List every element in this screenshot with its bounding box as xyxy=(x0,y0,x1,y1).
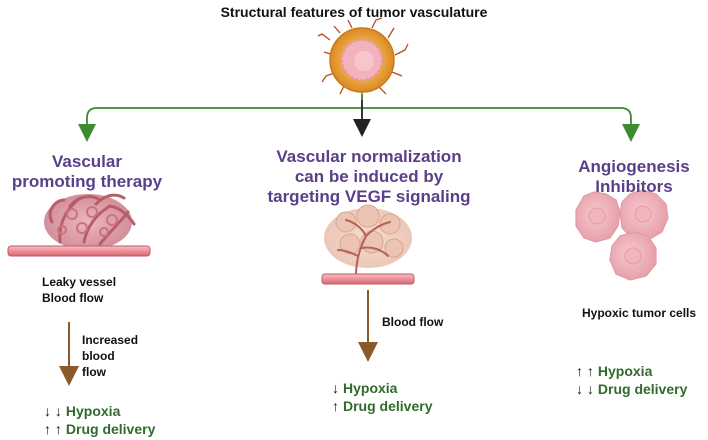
center-heading-line: targeting VEGF signaling xyxy=(267,187,471,206)
outcome-text: Drug delivery xyxy=(65,421,156,437)
center-outcome-hypoxia: ↓Hypoxia xyxy=(332,379,432,397)
down-arrows-icon: ↓ ↓ xyxy=(44,403,62,419)
up-arrows-icon: ↑ ↑ xyxy=(576,363,594,379)
left-heading-line: Vascular xyxy=(52,152,122,171)
increased-blood-flow-label: Increased blood flow xyxy=(82,332,138,380)
right-outcome-drug-delivery: ↓ ↓Drug delivery xyxy=(576,380,687,398)
leaky-vessel-icon xyxy=(7,193,151,257)
center-outcomes: ↓Hypoxia ↑Drug delivery xyxy=(332,379,432,415)
left-outcomes: ↓ ↓Hypoxia ↑ ↑Drug delivery xyxy=(44,402,155,438)
center-outcome-drug-delivery: ↑Drug delivery xyxy=(332,397,432,415)
tumor-vasculature-icon xyxy=(317,17,409,100)
right-outcomes: ↑ ↑Hypoxia ↓ ↓Drug delivery xyxy=(576,362,687,398)
center-blood-flow-label: Blood flow xyxy=(382,315,444,329)
outcome-text: Hypoxia xyxy=(65,403,121,419)
right-heading-line: Angiogenesis xyxy=(578,157,690,176)
right-heading-line: Inhibitors xyxy=(595,177,673,196)
outcome-text: Drug delivery xyxy=(597,381,688,397)
left-outcome-drug-delivery: ↑ ↑Drug delivery xyxy=(44,420,155,438)
right-heading: Angiogenesis Inhibitors xyxy=(560,157,708,197)
down-arrows-icon: ↓ ↓ xyxy=(576,381,594,397)
left-heading: Vascular promoting therapy xyxy=(0,152,174,192)
arrow-label-line: blood xyxy=(82,349,115,363)
outcome-text: Hypoxia xyxy=(343,380,398,396)
right-outcome-hypoxia: ↑ ↑Hypoxia xyxy=(576,362,687,380)
left-outcome-hypoxia: ↓ ↓Hypoxia xyxy=(44,402,155,420)
center-heading-line: can be induced by xyxy=(294,167,444,186)
up-arrow-icon: ↑ xyxy=(332,398,339,414)
hypoxic-cells-icon xyxy=(575,189,669,281)
left-heading-line: promoting therapy xyxy=(11,172,163,191)
center-heading: Vascular normalization can be induced by… xyxy=(244,147,494,207)
center-heading-line: Vascular normalization xyxy=(276,147,462,166)
hypoxic-tumor-cells-label: Hypoxic tumor cells xyxy=(582,306,697,320)
blood-flow-label: Blood flow xyxy=(42,291,104,305)
blood-flow-arrows xyxy=(59,290,378,386)
outcome-text: Hypoxia xyxy=(597,363,653,379)
normalized-vessel-icon xyxy=(321,204,415,285)
down-arrow-icon: ↓ xyxy=(332,380,339,396)
arrow-label-line: Increased xyxy=(82,333,139,347)
outcome-text: Drug delivery xyxy=(343,398,433,414)
leaky-vessel-label: Leaky vessel xyxy=(42,275,117,289)
arrow-label-line: flow xyxy=(82,365,106,379)
connector-lines xyxy=(78,94,640,142)
left-vessel-label: Leaky vessel Blood flow xyxy=(42,274,116,306)
up-arrows-icon: ↑ ↑ xyxy=(44,421,62,437)
diagram-title: Structural features of tumor vasculature xyxy=(220,4,488,20)
